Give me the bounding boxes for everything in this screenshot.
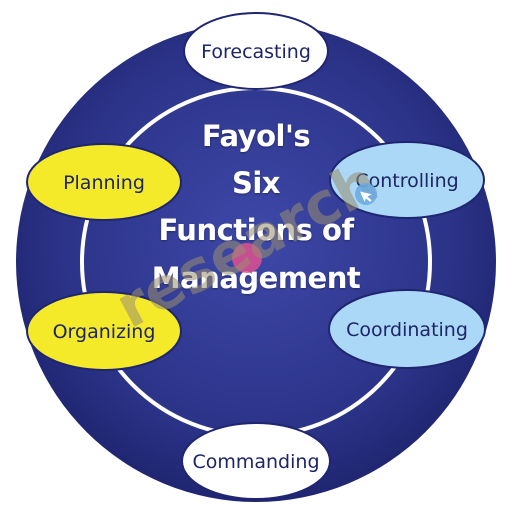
node-coordinating-ellipse <box>328 289 486 369</box>
node-commanding-label: Commanding <box>192 451 319 473</box>
center-title-line-2: Six <box>232 166 281 200</box>
node-planning: Planning <box>26 143 182 221</box>
node-controlling-label: Controlling <box>355 170 458 192</box>
node-coordinating: Coordinating <box>328 289 486 369</box>
node-forecasting-label: Forecasting <box>201 41 311 63</box>
node-planning-label: Planning <box>63 172 145 194</box>
center-title-line-3: Functions of <box>158 213 354 247</box>
node-organizing: Organizing <box>26 291 182 371</box>
node-forecasting-ellipse <box>183 12 329 90</box>
node-commanding-ellipse <box>181 422 331 500</box>
center-title: Fayol's Six Functions of Management <box>152 119 362 295</box>
node-controlling: Controlling <box>329 141 485 219</box>
watermark-dot-icon <box>232 243 262 273</box>
node-planning-ellipse <box>26 143 182 221</box>
watermark-cursor-icon <box>355 183 377 205</box>
center-title-line-1: Fayol's <box>202 119 310 153</box>
node-organizing-ellipse <box>26 291 182 371</box>
node-forecasting: Forecasting <box>183 12 329 90</box>
node-commanding: Commanding <box>181 422 331 500</box>
node-organizing-label: Organizing <box>53 321 156 343</box>
node-coordinating-label: Coordinating <box>346 319 468 341</box>
